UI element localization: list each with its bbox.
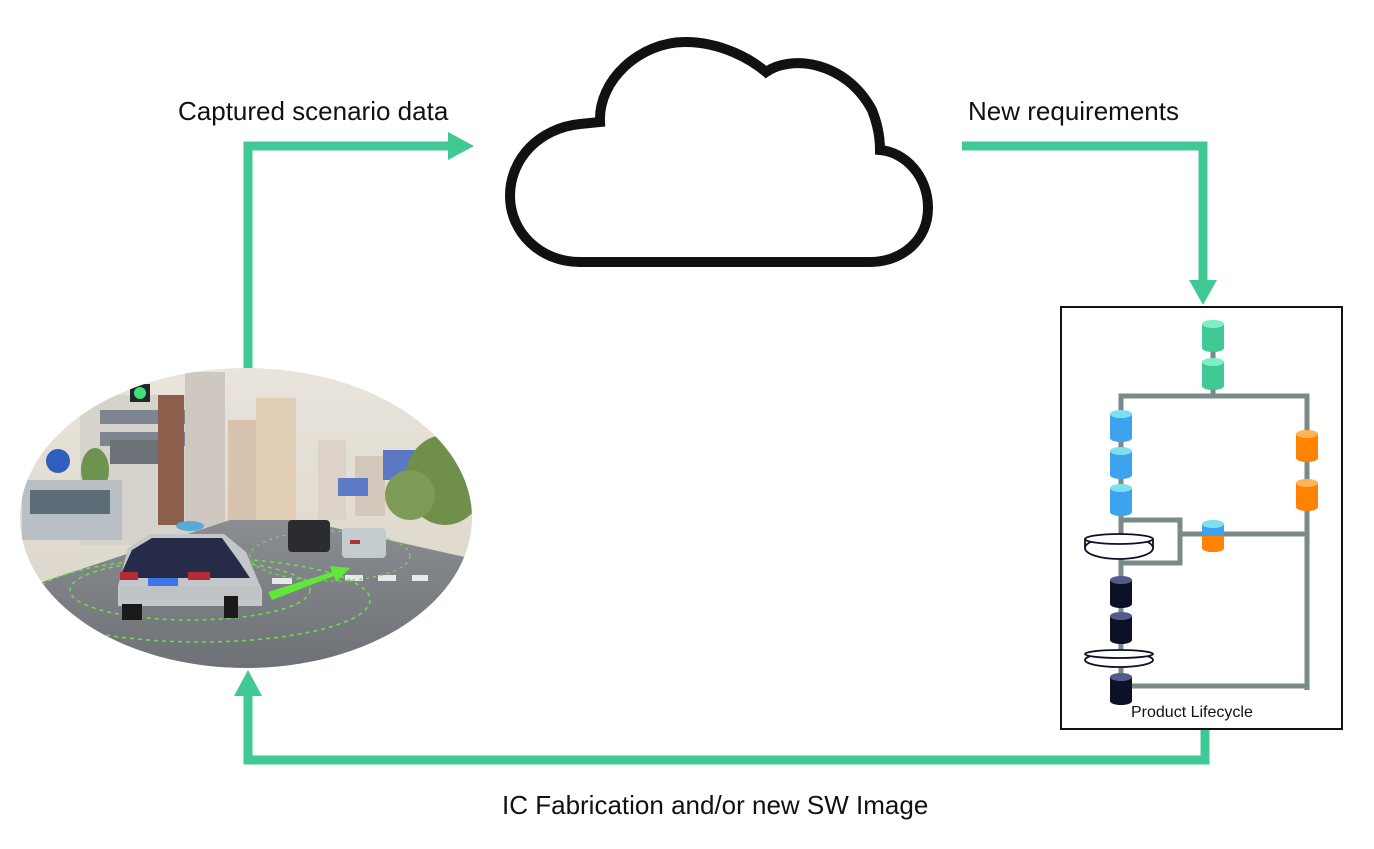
merge-ring-2 (1084, 649, 1154, 668)
captured-scenario-data-label: Captured scenario data (178, 96, 449, 126)
stage-orange-1 (1296, 430, 1318, 462)
merge-ring-1 (1084, 533, 1154, 560)
stage-dark-2 (1110, 612, 1132, 644)
arrow-captured-scenario-data (243, 132, 474, 368)
stage-merge (1202, 520, 1224, 552)
stage-dark-3 (1110, 673, 1132, 705)
ic-fabrication-label: IC Fabrication and/or new SW Image (502, 790, 929, 820)
autonomous-vehicle-scene (20, 368, 472, 668)
stage-blue-3 (1110, 484, 1132, 516)
stage-green-1 (1202, 320, 1224, 352)
stage-blue-1 (1110, 410, 1132, 442)
arrow-ic-fabrication (234, 670, 1210, 765)
stage-green-2 (1202, 358, 1224, 390)
arrow-new-requirements (962, 141, 1217, 305)
cloud-icon (504, 36, 934, 267)
product-lifecycle-label: Product Lifecycle (1131, 704, 1253, 721)
lifecycle-stages (1110, 320, 1318, 705)
lifecycle-rings (1084, 533, 1154, 668)
stage-blue-2 (1110, 447, 1132, 479)
stage-orange-2 (1296, 479, 1318, 511)
new-requirements-label: New requirements (968, 96, 1179, 126)
stage-dark-1 (1110, 576, 1132, 608)
